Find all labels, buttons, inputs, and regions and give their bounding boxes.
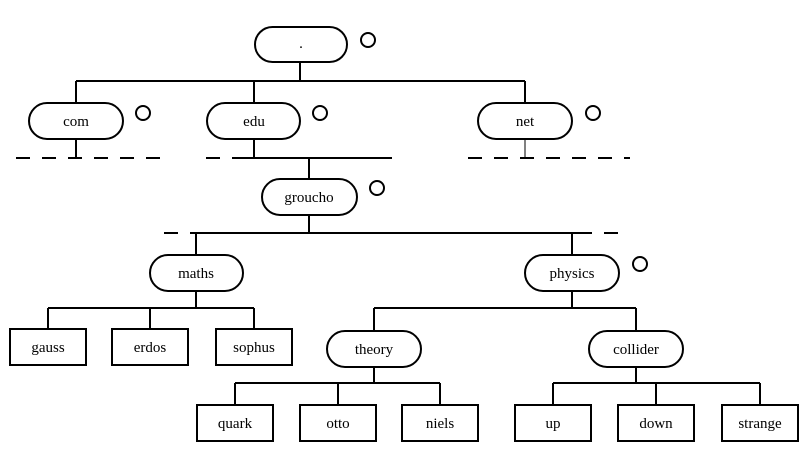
leaf-sophus-shape	[215, 328, 293, 366]
leaf-erdos: erdos	[111, 328, 189, 366]
marker-root-circle	[360, 32, 376, 48]
node-physics: physics	[524, 254, 620, 292]
leaf-otto-shape	[299, 404, 377, 442]
leaf-strange-shape	[721, 404, 799, 442]
leaf-down-shape	[617, 404, 695, 442]
server-markers	[135, 32, 648, 272]
leaf-otto-label: otto	[326, 416, 349, 432]
leaf-gauss-label: gauss	[31, 340, 64, 356]
leaf-strange-label: strange	[738, 416, 782, 432]
marker-physics-circle	[632, 256, 648, 272]
leaf-erdos-label: erdos	[134, 340, 167, 356]
leaf-niels-shape	[401, 404, 479, 442]
leaf-down-label: down	[639, 416, 673, 432]
leaf-gauss: gauss	[9, 328, 87, 366]
node-theory: theory	[326, 330, 422, 368]
node-maths-label: maths	[178, 266, 214, 282]
leaf-niels: niels	[401, 404, 479, 442]
node-physics-shape	[524, 254, 620, 292]
node-net-label: net	[516, 114, 535, 130]
leaf-gauss-shape	[9, 328, 87, 366]
leaf-strange: strange	[721, 404, 799, 442]
node-root: .	[254, 26, 348, 63]
node-com: com	[28, 102, 124, 140]
node-root-shape	[254, 26, 348, 63]
marker-groucho-circle	[369, 180, 385, 196]
leaf-quark: quark	[196, 404, 274, 442]
node-groucho-label: groucho	[284, 190, 333, 206]
leaf-up: up	[514, 404, 592, 442]
node-theory-shape	[326, 330, 422, 368]
leaf-quark-shape	[196, 404, 274, 442]
node-collider: collider	[588, 330, 684, 368]
leaf-up-label: up	[546, 416, 561, 432]
node-edu-shape	[206, 102, 301, 140]
node-theory-label: theory	[355, 342, 394, 358]
node-com-label: com	[63, 114, 89, 130]
node-collider-label: collider	[613, 342, 659, 358]
node-com-shape	[28, 102, 124, 140]
marker-com-circle	[135, 105, 151, 121]
leaf-sophus: sophus	[215, 328, 293, 366]
tree-edges	[16, 62, 761, 405]
leaf-sophus-label: sophus	[233, 340, 275, 356]
node-maths: maths	[149, 254, 244, 292]
leaf-niels-label: niels	[426, 416, 454, 432]
leaf-erdos-shape	[111, 328, 189, 366]
node-root-label: .	[299, 36, 303, 52]
node-physics-label: physics	[550, 266, 595, 282]
leaf-quark-label: quark	[218, 416, 253, 432]
node-edu: edu	[206, 102, 301, 140]
marker-edu-circle	[312, 105, 328, 121]
node-edu-label: edu	[243, 114, 265, 130]
leaf-up-shape	[514, 404, 592, 442]
node-collider-shape	[588, 330, 684, 368]
leaf-down: down	[617, 404, 695, 442]
node-net: net	[477, 102, 573, 140]
leaf-otto: otto	[299, 404, 377, 442]
node-maths-shape	[149, 254, 244, 292]
node-net-shape	[477, 102, 573, 140]
node-groucho: groucho	[261, 178, 358, 216]
node-groucho-shape	[261, 178, 358, 216]
marker-net-circle	[585, 105, 601, 121]
